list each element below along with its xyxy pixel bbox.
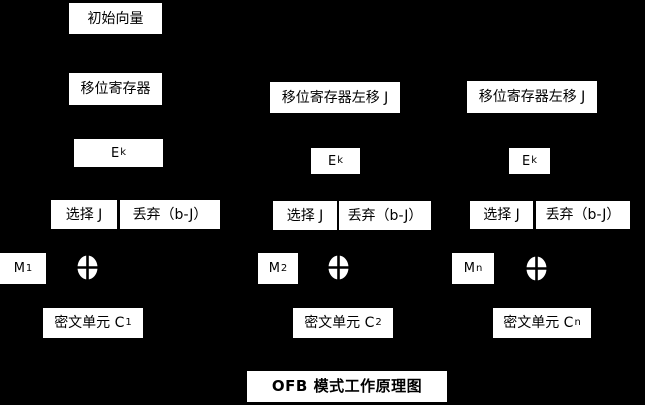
xor-icon: [77, 255, 98, 280]
message-label: M: [268, 261, 280, 276]
discard-box-1: 丢弃（b-J）: [120, 200, 220, 229]
ek-subscript: k: [120, 147, 126, 158]
init-vector-box: 初始向量: [69, 3, 162, 34]
ciphertext-label: 密文单元 C: [54, 315, 125, 331]
ek-subscript: k: [337, 155, 343, 166]
shift-register-box-1: 移位寄存器: [69, 73, 162, 105]
message-subscript: 2: [280, 262, 288, 274]
message-label: M: [463, 261, 475, 276]
ek-label: E: [110, 145, 120, 161]
ek-label: E: [327, 153, 337, 169]
message-label: M: [13, 261, 25, 276]
ciphertext-label: 密文单元 C: [503, 315, 574, 331]
select-j-box-2: 选择 J: [273, 201, 337, 230]
ek-label: E: [521, 153, 531, 169]
discard-box-2: 丢弃（b-J）: [339, 201, 431, 230]
message-subscript: 1: [25, 262, 33, 274]
ek-subscript: k: [531, 155, 537, 166]
ciphertext-subscript: n: [574, 317, 581, 328]
discard-box-3: 丢弃（b-J）: [536, 201, 630, 229]
diagram-title: OFB 模式工作原理图: [247, 371, 447, 402]
shift-register-box-2: 移位寄存器左移 J: [270, 82, 400, 113]
message-subscript: n: [475, 262, 483, 274]
select-j-box-3: 选择 J: [470, 201, 533, 229]
ciphertext-subscript: 1: [125, 317, 132, 328]
ciphertext-label: 密文单元 C: [304, 315, 375, 331]
shift-register-box-3: 移位寄存器左移 J: [467, 81, 597, 113]
ciphertext-subscript: 2: [375, 317, 382, 328]
xor-icon: [526, 256, 547, 281]
select-j-box-1: 选择 J: [51, 200, 117, 229]
xor-icon: [328, 255, 349, 280]
